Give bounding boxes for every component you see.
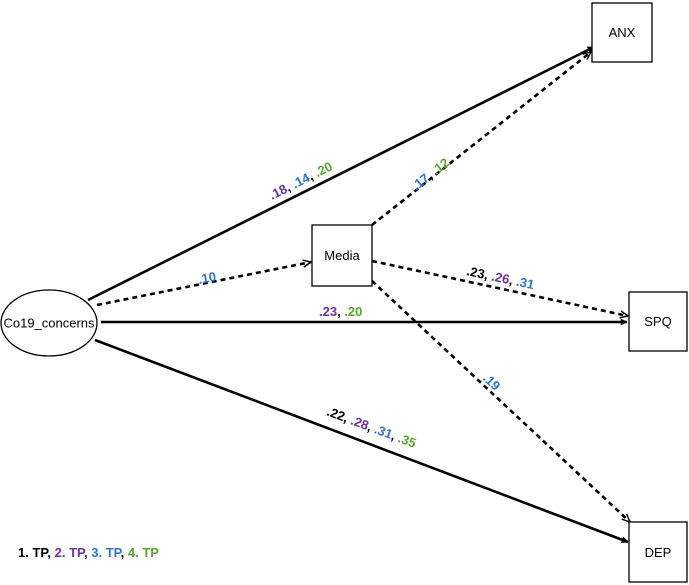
coef-co19-dep: .22, .28, .31, .35 [325,404,418,451]
coef-co19-dep-value: .28 [349,413,371,433]
coef-co19-anx-value: .18 [267,181,290,202]
node-co19-label: Co19_concerns [3,316,95,331]
edge-media-dep [371,280,630,522]
coef-co19-spq-value: .23 [319,304,337,319]
legend-value: 4. TP [128,545,159,560]
node-spq-label: SPQ [644,314,671,329]
coef-media-anx: .17, .12 [409,155,452,194]
legend-value: 1. TP [18,545,49,560]
coef-media-dep: .19 [480,370,503,393]
coef-media-spq-value: .31 [515,274,536,292]
node-spq: SPQ [628,291,688,352]
edge-co19-anx [87,45,595,302]
node-co19: Co19_concerns [0,289,98,357]
separator: , [84,545,91,560]
node-media: Media [311,224,373,287]
coef-co19-spq: .23, .20 [319,304,362,319]
coef-co19-anx-value: .20 [312,159,335,180]
coef-media-dep-value: .19 [480,370,503,393]
legend: 1. TP, 2. TP, 3. TP, 4. TP [18,545,159,560]
coef-media-spq-value: .23 [465,263,486,281]
legend-value: 2. TP [55,545,86,560]
node-media-label: Media [324,248,360,263]
edge-co19-dep [94,338,629,544]
separator: , [47,545,54,560]
edge-media-spq [371,259,628,316]
separator: , [121,545,128,560]
edge-media-anx [371,52,591,227]
separator: , [483,267,493,283]
coef-co19-media: .10 [197,269,218,287]
separator: , [508,272,518,288]
node-dep: DEP [628,521,688,583]
coef-media-spq-value: .26 [490,269,511,287]
coef-co19-spq-value: .20 [344,304,362,319]
coef-co19-dep-value: .35 [396,430,418,450]
edge-co19-media [96,262,311,307]
node-dep-label: DEP [645,545,672,560]
node-anx: ANX [591,2,653,63]
coef-co19-dep-value: .22 [325,404,347,424]
node-anx-label: ANX [609,25,636,40]
separator: , [337,304,344,319]
legend-value: 3. TP [91,545,122,560]
coef-co19-dep-value: .31 [372,421,394,441]
coef-media-spq: .23, .26, .31 [465,263,535,292]
coef-co19-media-value: .10 [197,269,218,287]
